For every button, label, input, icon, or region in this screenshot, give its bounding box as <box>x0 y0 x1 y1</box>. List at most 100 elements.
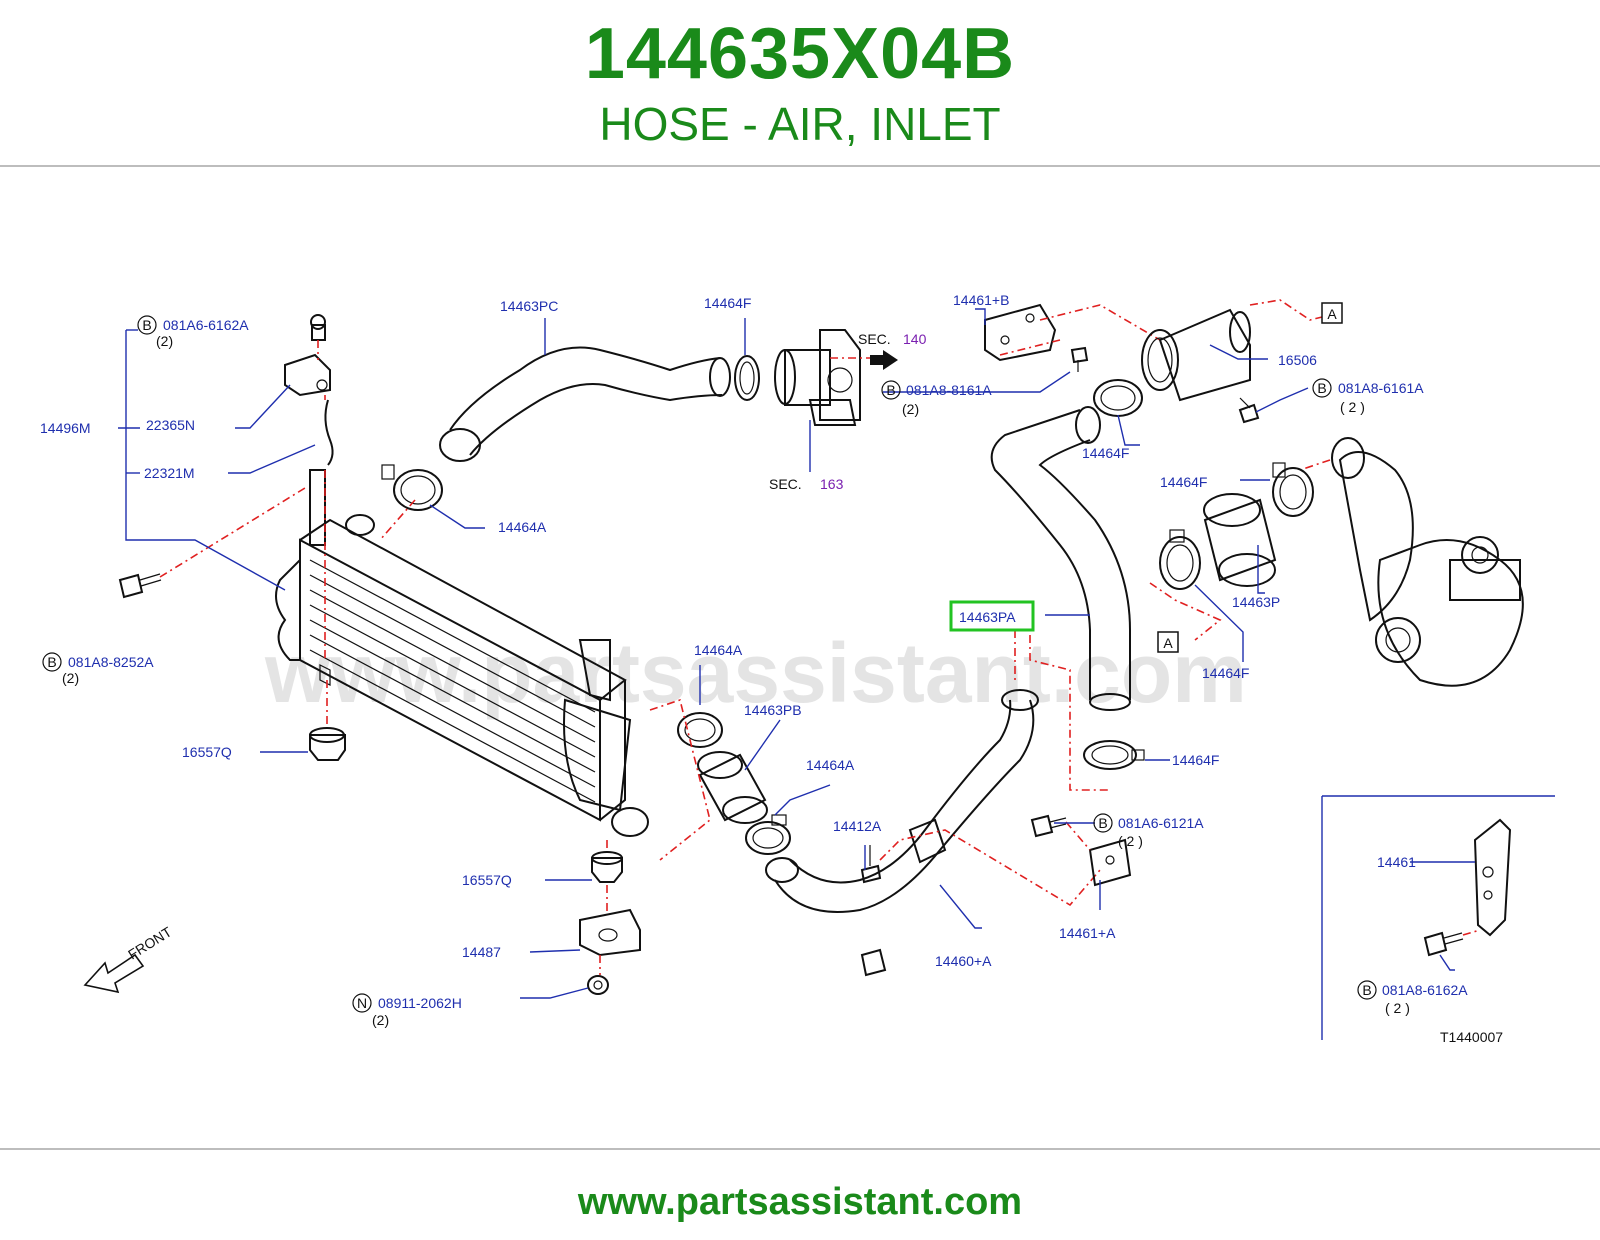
ref-box-A-top: A <box>1321 302 1343 324</box>
svg-text:B: B <box>886 382 895 398</box>
svg-text:081A6-6121A: 081A6-6121A <box>1118 815 1204 831</box>
grommet-16557Q-lower-part[interactable] <box>591 851 623 883</box>
watermark: www.partsassistant.com <box>264 626 1247 720</box>
svg-text:( 2 ): ( 2 ) <box>1385 1000 1410 1016</box>
clamp-14464A-low-part[interactable] <box>745 814 791 855</box>
svg-text:B: B <box>47 654 56 670</box>
turbo-dash <box>1299 459 1331 471</box>
callout-14460A: 14460+A <box>935 953 992 969</box>
callout-14463PC: 14463PC <box>500 298 558 314</box>
hose-14463PA-part[interactable] <box>990 406 1131 711</box>
clamp-14464F-low-part[interactable] <box>1083 740 1145 770</box>
callout-081A8-6162A-inset: B 081A8-6162A ( 2 ) <box>1357 980 1468 1016</box>
svg-text:B: B <box>1362 982 1371 998</box>
svg-text:081A8-6162A: 081A8-6162A <box>1382 982 1468 998</box>
lower-hose-dash <box>649 698 711 861</box>
svg-text:(2): (2) <box>156 333 173 349</box>
hose-14463PA-dash <box>1014 630 1110 791</box>
clamp-14464F-r2-part[interactable] <box>1159 529 1201 590</box>
grommet-16557Q-upper-part[interactable] <box>309 727 346 761</box>
valve-assembly-part[interactable] <box>774 329 861 426</box>
bottom-divider <box>0 1148 1600 1150</box>
callout-081A8-6161A: B 081A8-6161A ( 2 ) <box>1312 378 1424 415</box>
svg-text:14463PA: 14463PA <box>959 609 1016 625</box>
callout-14464A-top: 14464A <box>498 519 547 535</box>
ref-box-A-mid: A <box>1157 631 1179 653</box>
svg-text:A: A <box>1163 635 1173 651</box>
inset-border <box>1321 795 1555 1040</box>
bolt-081A8-6161A-part[interactable] <box>1238 397 1260 424</box>
bracket-14461A-part[interactable] <box>1088 838 1132 887</box>
callout-14463PA-highlight: 14463PA <box>949 600 1035 632</box>
pipe-14460A-part[interactable] <box>765 689 1039 977</box>
turbocharger-part[interactable] <box>1331 437 1524 687</box>
part-number-title: 144635X04B <box>584 14 1016 94</box>
clamp-14464A-mid-part[interactable] <box>677 712 723 748</box>
bracket-14461-inset-part[interactable] <box>1473 818 1512 937</box>
svg-text:N: N <box>357 995 367 1011</box>
callout-14464A-mid: 14464A <box>694 642 743 658</box>
svg-text:B: B <box>1317 380 1326 396</box>
hose-14463P-part[interactable] <box>1203 493 1277 587</box>
svg-text:A: A <box>1327 306 1337 322</box>
svg-text:B: B <box>1098 815 1107 831</box>
bolt-6121A-dash <box>1065 821 1091 851</box>
callout-08911-2062H: N 08911-2062H (2) <box>352 993 462 1028</box>
bolt-081A8-6162A-inset-part[interactable] <box>1423 931 1464 957</box>
clamp-14464A-top-part[interactable] <box>381 464 443 511</box>
callout-14463PB: 14463PB <box>744 702 802 718</box>
callout-14461: 14461 <box>1377 854 1416 870</box>
hose-14463PB-part[interactable] <box>697 751 768 824</box>
callout-163: 163 <box>820 476 844 492</box>
callout-081A6-6162A-top: B 081A6-6162A (2) <box>137 315 249 349</box>
clamp-14464A-top-dash <box>379 499 416 541</box>
clamp-14464F-mid-part[interactable] <box>1093 379 1143 417</box>
callout-14464F-low: 14464F <box>1172 752 1219 768</box>
callout-14463P: 14463P <box>1232 594 1280 610</box>
bolt-081A6-6121A-part[interactable] <box>1030 814 1067 838</box>
svg-text:(2): (2) <box>62 670 79 686</box>
bracket-14461B-part[interactable] <box>984 303 1057 362</box>
nut-08911-2062H-part[interactable] <box>587 975 609 995</box>
callout-081A8-8252A: B 081A8-8252A (2) <box>42 652 154 686</box>
footer-url[interactable]: www.partsassistant.com <box>577 1181 1023 1223</box>
svg-text:( 2 ): ( 2 ) <box>1340 399 1365 415</box>
svg-text:081A8-8252A: 081A8-8252A <box>68 654 154 670</box>
intercooler-part[interactable] <box>275 469 649 837</box>
bracket-14487-part[interactable] <box>579 908 641 957</box>
hose-22321M-part[interactable] <box>324 399 334 466</box>
clamp-14464F-top-part[interactable] <box>734 355 760 401</box>
sensor-dash-line <box>317 340 326 660</box>
hose-14463PC-part[interactable] <box>439 346 731 462</box>
svg-text:(2): (2) <box>902 401 919 417</box>
callout-14412A: 14412A <box>833 818 882 834</box>
callout-081A8-8161A: B 081A8-8161A (2) <box>881 380 992 417</box>
callout-sec-140: SEC. <box>858 331 891 347</box>
clamp-14464F-r1-part[interactable] <box>1272 462 1314 517</box>
callout-14464F-top: 14464F <box>704 295 751 311</box>
bolt-081A8-8252A-part[interactable] <box>118 573 162 599</box>
callout-14487: 14487 <box>462 944 501 960</box>
valve-16506-part[interactable] <box>1141 308 1251 402</box>
sensor-22365N-part[interactable] <box>284 314 331 397</box>
valve-16506-dash <box>1249 299 1331 321</box>
front-arrow-icon <box>83 953 145 994</box>
sec140-arrow-icon <box>883 350 898 370</box>
callout-14464A-low: 14464A <box>806 757 855 773</box>
bolt-081A8-8161A-part[interactable] <box>1070 346 1089 372</box>
svg-text:(2): (2) <box>372 1012 389 1028</box>
callout-22365N: 22365N <box>146 417 195 433</box>
pipe-14460A-dash <box>879 829 1101 907</box>
callout-14496M: 14496M <box>40 420 91 436</box>
svg-text:08911-2062H: 08911-2062H <box>378 995 462 1011</box>
inset-bolt-dash <box>1462 929 1481 936</box>
front-label: FRONT <box>125 923 175 962</box>
callout-14461B: 14461+B <box>953 292 1009 308</box>
callout-16557Q-upper: 16557Q <box>182 744 232 760</box>
svg-text:081A6-6162A: 081A6-6162A <box>163 317 249 333</box>
bolt-14412A-part[interactable] <box>860 845 882 884</box>
leader-lines <box>118 308 1475 999</box>
callout-14464F-r1: 14464F <box>1160 474 1207 490</box>
callout-081A6-6121A: B 081A6-6121A ( 2 ) <box>1093 813 1204 849</box>
